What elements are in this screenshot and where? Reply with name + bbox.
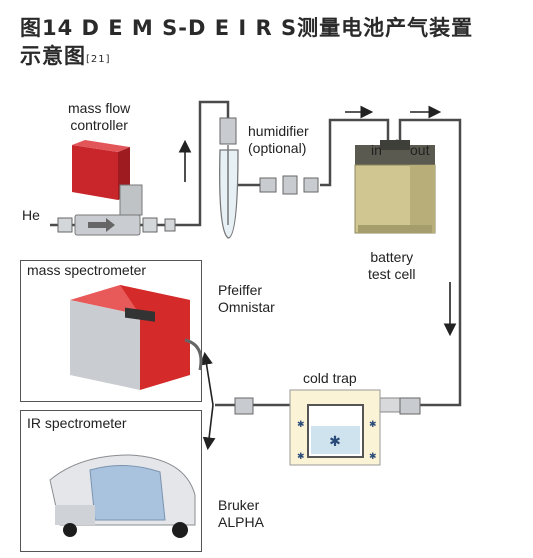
- mass-spectrometer-label: mass spectrometer: [27, 262, 147, 278]
- battery-label-line-2: test cell: [368, 266, 416, 282]
- ir-spectrometer-image: [49, 454, 196, 538]
- svg-text:✱: ✱: [297, 420, 305, 430]
- pfeiffer-label-line-1: Pfeiffer: [218, 282, 263, 298]
- mass-flow-controller: [57, 140, 176, 236]
- battery-label: battery test cell: [368, 249, 415, 283]
- battery-label-line-1: battery: [370, 249, 414, 265]
- svg-text:✱: ✱: [297, 452, 305, 462]
- pfeiffer-label-line-2: Omnistar: [218, 299, 275, 315]
- out-label: out: [410, 142, 430, 158]
- cold-trap: ✱ ✱ ✱ ✱ ✱: [234, 389, 421, 466]
- figure-title: 图14 D E M S-D E I R S测量电池产气装置 示意图[21]: [20, 14, 473, 70]
- pfeiffer-label: Pfeiffer Omnistar: [218, 282, 275, 316]
- ir-spectrometer-label: IR spectrometer: [27, 415, 127, 431]
- humidifier-label-line-2: (optional): [248, 140, 307, 156]
- cold-trap-label: cold trap: [303, 370, 357, 386]
- battery-test-cell: [354, 140, 436, 234]
- mfc-label-line-2: controller: [70, 117, 128, 133]
- in-label: in: [371, 142, 382, 158]
- humidifier-label-line-1: humidifier: [248, 123, 309, 139]
- mfc-label: mass flow controller: [68, 100, 130, 134]
- arrow-to-ir: [202, 404, 216, 451]
- bruker-label-line-1: Bruker: [218, 497, 260, 513]
- title-line-2: 示意图: [20, 44, 86, 68]
- svg-text:✱: ✱: [369, 420, 377, 430]
- title-line-1: 图14 D E M S-D E I R S测量电池产气装置: [20, 16, 474, 40]
- mass-spectrometer-image: [70, 285, 203, 390]
- reference-mark: [21]: [86, 54, 111, 65]
- he-label: He: [22, 207, 40, 223]
- line-humidifier-to-cell: [320, 118, 390, 187]
- arrow-to-ms: [200, 351, 214, 406]
- mfc-label-line-1: mass flow: [68, 100, 131, 116]
- bruker-label: Bruker ALPHA: [218, 497, 264, 531]
- humidifier: [219, 117, 319, 239]
- humidifier-label: humidifier (optional): [248, 123, 309, 157]
- svg-text:✱: ✱: [329, 434, 341, 450]
- line-cell-to-coldtrap: [398, 118, 462, 407]
- svg-text:✱: ✱: [369, 452, 377, 462]
- bruker-label-line-2: ALPHA: [218, 514, 264, 530]
